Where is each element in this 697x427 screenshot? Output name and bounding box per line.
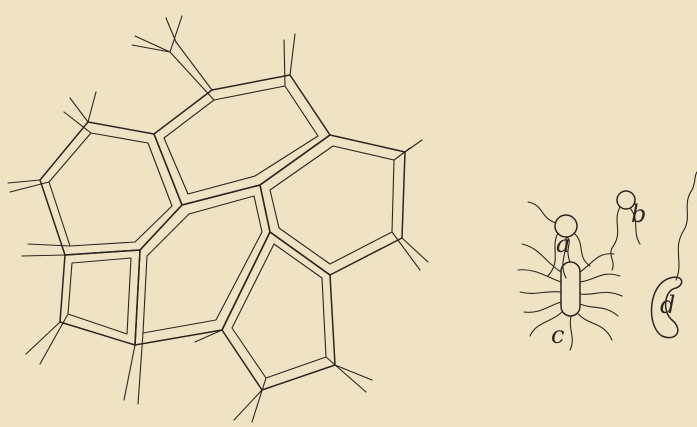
cell-middle [134, 184, 271, 346]
specimen-c-rod [517, 236, 623, 351]
label-c: c [551, 321, 564, 349]
bacteria-group: a b c d [517, 171, 697, 351]
specimen-b-coccus [610, 190, 641, 271]
specimen-labels: a b c d [551, 200, 675, 349]
label-d: d [660, 291, 675, 319]
cell-tissue-network [7, 15, 429, 423]
cell-bottom-right [221, 231, 336, 391]
cell-wall-stubs [7, 15, 429, 423]
label-b: b [631, 200, 646, 228]
cell-right [259, 134, 406, 276]
cell-top-middle [153, 74, 331, 206]
label-a: a [556, 230, 570, 258]
cell-lower-left [59, 249, 141, 346]
cell-top-left [39, 121, 183, 256]
specimen-d-curved [650, 171, 697, 339]
